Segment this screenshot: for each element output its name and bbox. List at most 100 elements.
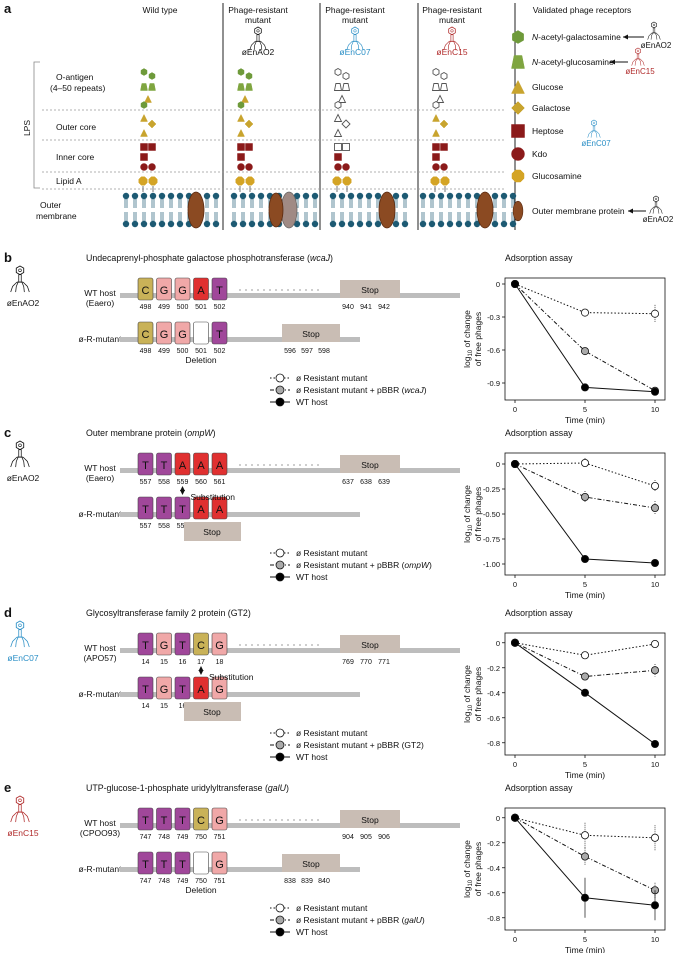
outer-membrane-protein [476,191,494,229]
legend-label-1: N-acetyl-glucosamine [532,57,614,67]
legend-label-0: ø Resistant mutant [296,373,368,383]
lipid-head [311,192,319,200]
lipid-head [203,220,211,228]
row-label-lipid-a: Lipid A [56,176,82,186]
phage-tail [636,53,640,60]
phage-tail-fiber [249,41,256,51]
dots [269,644,271,646]
wt-stop-number: 637 [342,479,354,486]
phage-icon-b [10,265,30,293]
y-tick-label: 0 [496,639,500,648]
wt-base-letter: T [216,285,223,297]
legend-label-0: ø Resistant mutant [296,728,368,738]
lipid-head [365,220,373,228]
lipid-head [158,192,166,200]
lipid-head [239,192,247,200]
sugar-galnac [440,71,448,81]
sugar-kdo [245,163,253,171]
mutant-stop-number: 596 [284,348,296,355]
dots [269,819,271,821]
receptor-arrowhead [610,59,615,65]
wt-base-box [156,632,172,656]
mutant-base-letter: G [160,329,169,341]
phage-tail-fiber [21,456,25,468]
wt-base-box [211,452,228,476]
dots [287,644,289,646]
mutant-base-letter: C [142,329,150,341]
phage-genome [450,29,454,33]
sugar-glucose [144,94,152,103]
mutant-base-box [193,851,209,875]
dots [317,289,319,291]
mutant-label-e: ø-R-mutant [79,864,123,874]
wt-stop-number: 941 [360,304,372,311]
mutant-base-box [156,851,172,875]
data-point-series-1 [581,852,590,861]
phage-tail [18,804,22,813]
mutant-base-number: 750 [195,878,207,885]
lipid-head [428,192,436,200]
lipid-head [212,192,220,200]
phage-head [15,795,25,806]
column-header-2: Phage-resistant [325,5,385,15]
gene-title-b: Undecaprenyl-phosphate galactose phospho… [86,253,333,263]
phage-genome [256,29,260,33]
y-axis-label: log10 of change [462,485,474,543]
mutant-base-letter: A [197,684,205,696]
dots [299,819,301,821]
sugar-glucose [337,94,347,103]
wt-base-letter: G [160,640,169,652]
y-tick-label: -0.25 [483,485,500,494]
dots [275,464,277,466]
wt-base-box [156,807,172,831]
mutant-stop-number: 839 [301,878,313,885]
wt-base-box [156,277,172,301]
mutant-base-box [156,676,172,700]
dots [263,464,265,466]
wt-stop-label: Stop [361,285,379,295]
data-point-series-1 [651,503,660,512]
data-point-series-0 [651,481,660,490]
lipid-head [149,192,157,200]
panel-letter-c: c [4,425,11,440]
sugar-glucose [432,128,440,137]
mutant-label-c: ø-R-mutant [79,509,123,519]
y-tick-label: -0.3 [487,313,500,322]
sugar-galactose [439,119,449,129]
wt-base-letter: T [179,640,186,652]
data-point-series-2 [651,387,660,396]
x-tick-label: 5 [583,580,587,589]
change-label-d: Substitution [209,672,254,682]
legend-label-1: ø Resistant mutant + pBBR (GT2) [296,740,424,750]
legend-symbol-trapezoid [511,55,525,69]
sugar-glucose [237,128,245,137]
dots [305,464,307,466]
sugar-galnac [334,67,342,77]
wt-base-number: 558 [158,479,170,486]
sugar-galactose [147,119,157,129]
y-axis-label-2: of free phages [473,312,483,366]
dots [251,289,253,291]
y-tick-label: -0.8 [487,739,500,748]
phage-tail-fiber [259,41,263,51]
dots [317,464,319,466]
wt-base-box [193,807,209,831]
phage-icon-col-2 [346,26,364,51]
mutant-base-box [137,496,154,520]
phage-genome [18,443,22,448]
lipid-head [491,192,499,200]
wt-base-number: 15 [160,659,168,666]
mutant-gene-bar [120,337,360,342]
series-line-1 [514,283,656,392]
sugar-galnac [140,68,148,76]
dots [245,644,247,646]
mutant-base-number: 751 [214,878,226,885]
dots [281,289,283,291]
legend-label-2: WT host [296,572,328,582]
sugar-galnac [342,71,350,81]
data-point-series-0 [581,308,590,317]
mutant-base-box [193,321,209,345]
phage-tail-fiber [253,41,257,51]
